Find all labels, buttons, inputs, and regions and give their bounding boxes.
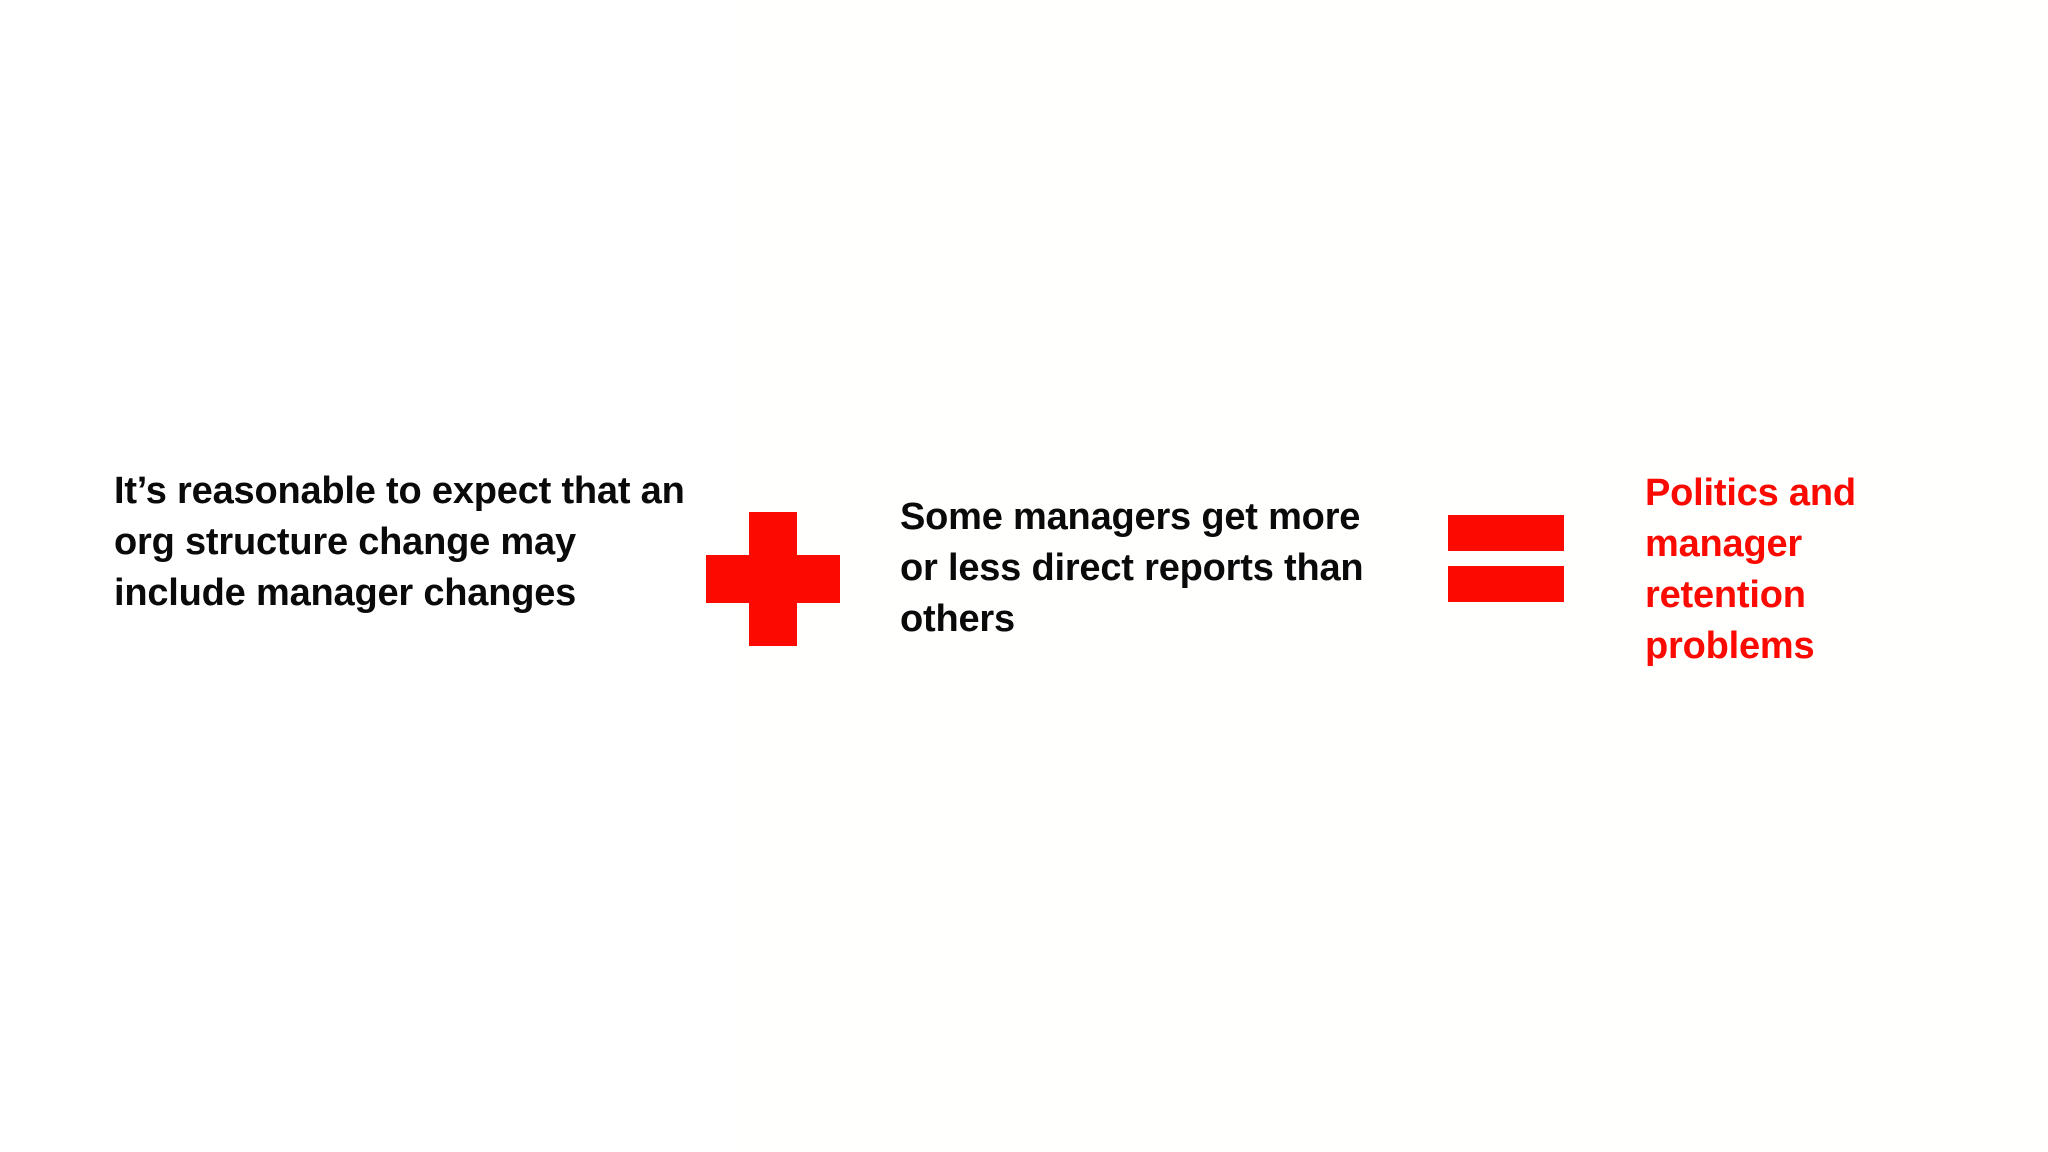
plus-icon <box>706 512 840 646</box>
equals-icon <box>1448 515 1564 602</box>
equation-term-two: Some managers get more or less direct re… <box>900 496 1364 640</box>
equation-row: It’s reasonable to expect that an org st… <box>0 430 2048 730</box>
equation-result: Politics and manager retention problems <box>1645 472 1856 667</box>
equation-term-one: It’s reasonable to expect that an org st… <box>114 470 685 614</box>
equals-icon-bottom-bar <box>1448 566 1564 602</box>
plus-icon-vertical-bar <box>749 512 797 646</box>
equals-icon-top-bar <box>1448 515 1564 551</box>
